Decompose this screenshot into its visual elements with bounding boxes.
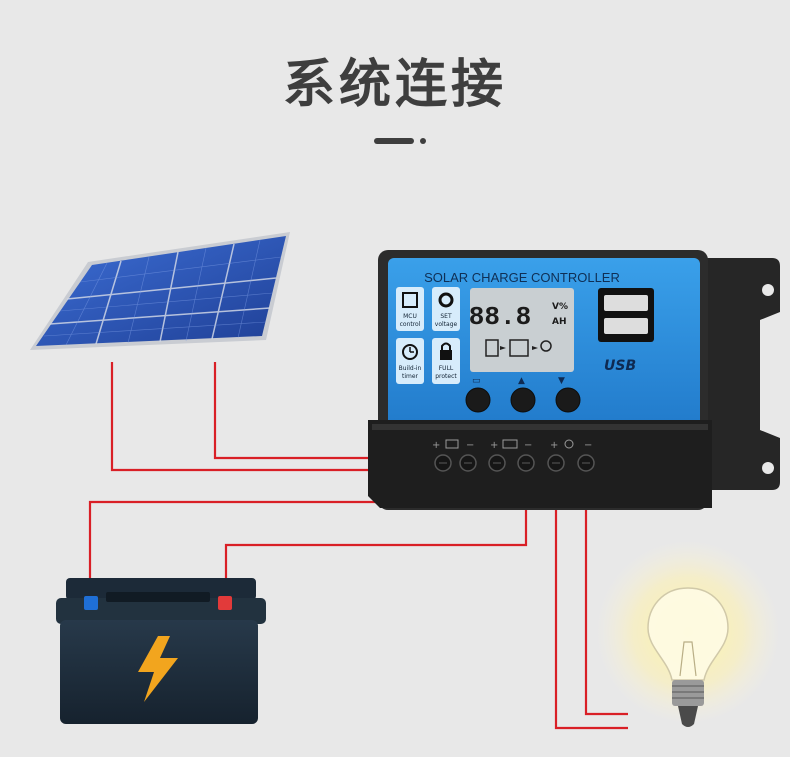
terminals: [434, 454, 595, 472]
polarity-label: +: [432, 440, 440, 451]
feature-full-protect: FULL protect: [432, 338, 460, 384]
down-button[interactable]: [555, 387, 581, 413]
feature-mcu: MCU control: [396, 287, 424, 331]
feature-label: SET: [440, 313, 452, 320]
usb-ports: USB: [598, 288, 654, 374]
feature-label: control: [400, 321, 421, 328]
title-underline-dot: [420, 138, 426, 144]
usb-port-top[interactable]: [604, 295, 648, 311]
lcd-display: 88.8 V% AH: [469, 288, 574, 372]
mcu-chip-icon: [402, 292, 418, 308]
mount-hole-bottom: [762, 462, 774, 474]
battery-menu-icon: ▭: [472, 376, 481, 386]
load-bulb-terminal-icon: [564, 439, 574, 449]
battery-icon: [56, 578, 266, 724]
feature-label: voltage: [435, 321, 458, 328]
polarity-label: −: [524, 440, 532, 451]
polarity-label: +: [490, 440, 498, 451]
page-title: 系统连接: [282, 55, 507, 115]
polarity-label: +: [550, 440, 558, 451]
terminal-block: [368, 420, 712, 508]
feature-label: timer: [402, 373, 419, 380]
feature-label: MCU: [403, 313, 417, 320]
title-underline: [374, 138, 414, 144]
usb-port-bottom[interactable]: [604, 318, 648, 334]
solar-panel-terminal-icon: [445, 439, 459, 449]
lcd-flow-icons: [485, 339, 552, 357]
light-bulb-icon: [540, 340, 552, 352]
lock-icon: [440, 342, 452, 360]
feature-label: FULL: [439, 365, 454, 372]
feature-label: Build-in: [399, 365, 422, 372]
polarity-label: −: [466, 440, 474, 451]
lcd-unit-bottom: AH: [552, 317, 567, 327]
feature-timer: Build-in timer: [396, 338, 424, 384]
feature-label: protect: [435, 373, 457, 380]
polarity-label: −: [584, 440, 592, 451]
light-down-icon: ▼: [558, 376, 565, 386]
battery-terminal-positive: [218, 596, 232, 610]
battery-terminal-icon: [502, 439, 518, 449]
battery-terminal-negative: [84, 596, 98, 610]
solar-panel-icon: [30, 232, 290, 350]
lcd-value: 88.8: [469, 302, 531, 332]
lightning-bolt-icon: [138, 636, 178, 702]
lcd-unit-top: V%: [552, 302, 568, 312]
solar-panel-terminal-icon: [485, 339, 499, 357]
wire-load-positive: [554, 465, 628, 730]
feature-set-voltage: SET voltage: [432, 287, 460, 331]
light-bulb-icon: [596, 540, 780, 727]
up-button[interactable]: [510, 387, 536, 413]
warning-up-icon: ▲: [518, 376, 525, 386]
mount-hole-top: [762, 284, 774, 296]
charge-controller: SOLAR CHARGE CONTROLLER MCU control SET …: [368, 250, 780, 510]
terminal-labels: + − + − + −: [432, 439, 592, 451]
usb-label: USB: [604, 358, 636, 374]
clock-icon: [402, 344, 418, 360]
wire-load-negative: [584, 465, 628, 716]
battery-menu-icon: [509, 339, 529, 357]
control-buttons: ▭ ▲ ▼: [465, 376, 581, 413]
gear-icon: [438, 292, 454, 308]
menu-button[interactable]: [465, 387, 491, 413]
controller-header: SOLAR CHARGE CONTROLLER: [424, 270, 620, 285]
